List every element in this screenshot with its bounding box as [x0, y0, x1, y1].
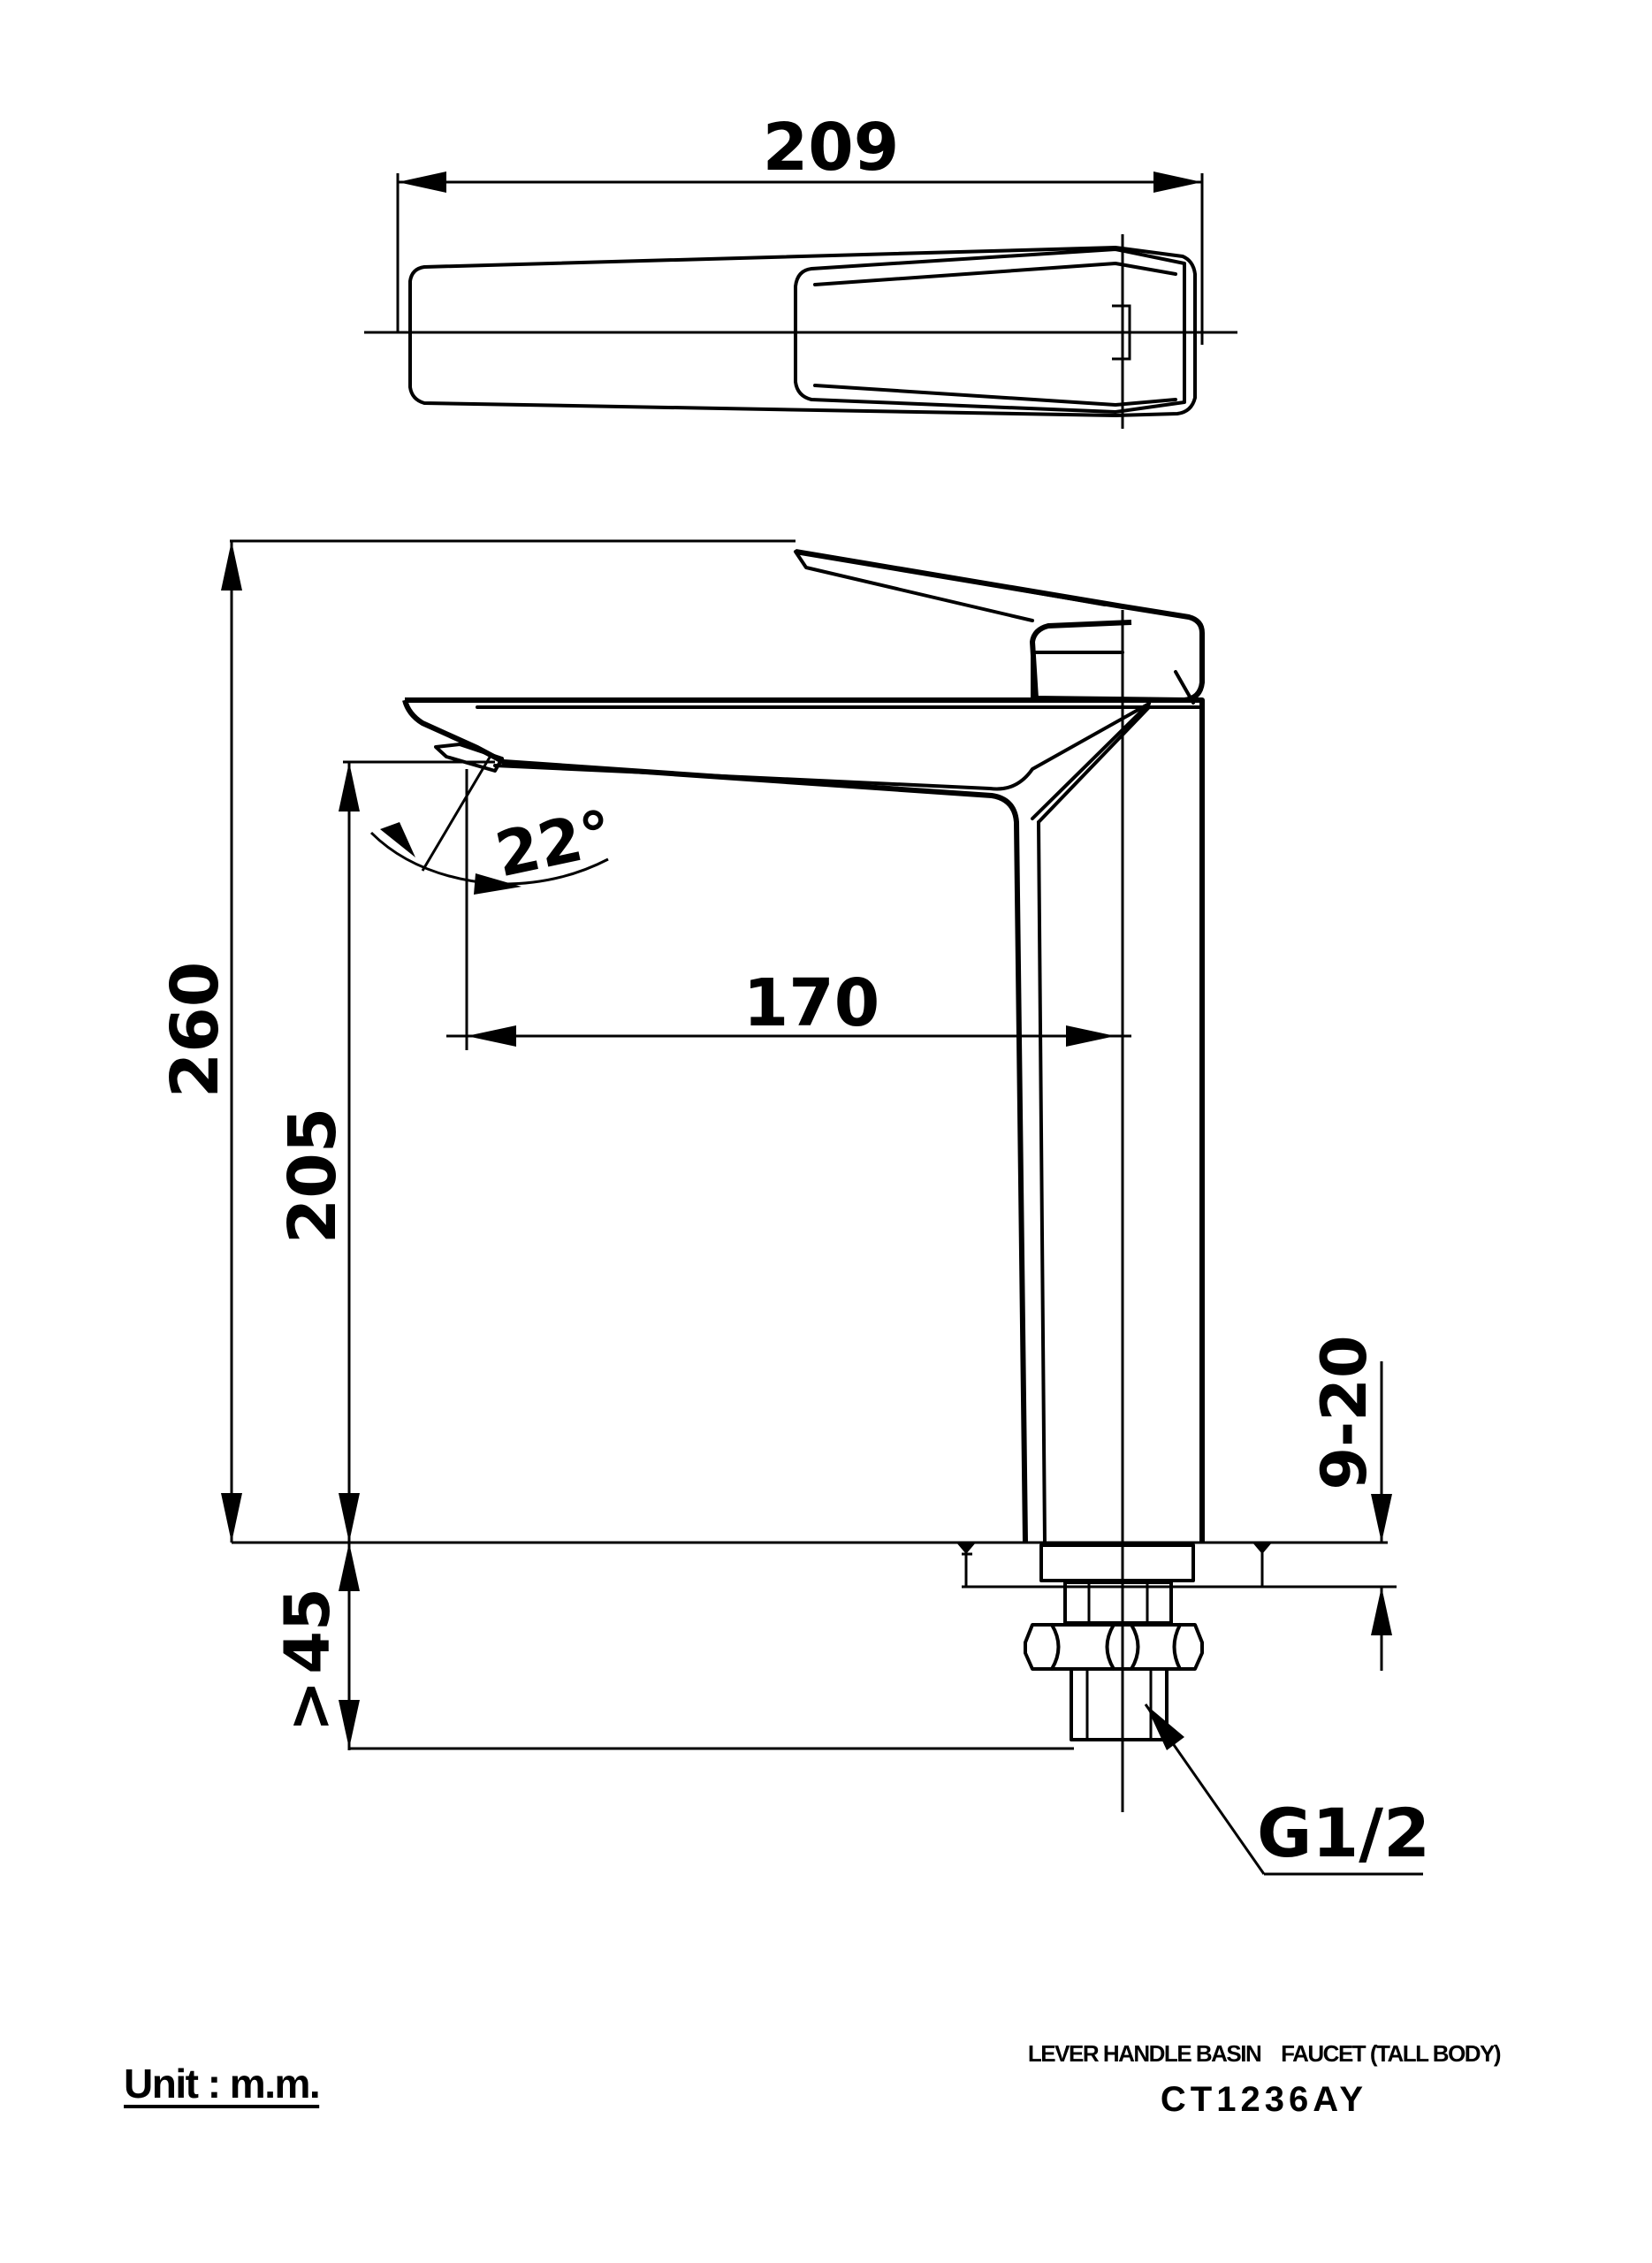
arrow-9-20-top	[1371, 1494, 1392, 1543]
side-lever-underside	[794, 550, 1034, 622]
counter-right-arrow	[1252, 1543, 1272, 1554]
side-fixing-nut	[1024, 1623, 1204, 1671]
side-body-top-back	[405, 697, 1205, 1543]
counter-left-arrow	[956, 1543, 976, 1554]
dim-spout-reach: 170	[743, 965, 879, 1041]
side-base-plate	[1039, 1543, 1195, 1582]
side-aerator	[434, 743, 504, 773]
dim-spout-height: 205	[275, 1108, 351, 1244]
dim-min-tail: 45	[271, 1588, 344, 1673]
arrow-260-top	[221, 541, 242, 591]
arrow-260-bottom	[221, 1493, 242, 1543]
title-block: LEVER HANDLE BASIN FAUCET (TALL BODY) CT…	[999, 2040, 1529, 2120]
dim-thread: G1/2	[1257, 1794, 1430, 1872]
arrow-170-right	[1066, 1025, 1115, 1047]
angle-leg	[421, 755, 492, 872]
top-view-handle-edge-bottom	[813, 384, 1177, 407]
arrow-170-left	[467, 1025, 516, 1047]
side-neck-back	[1031, 702, 1151, 820]
product-name: LEVER HANDLE BASIN FAUCET (TALL BODY)	[1027, 2040, 1502, 2067]
top-view-lever-outline	[408, 246, 1197, 417]
arrow-9-20-bottom	[1371, 1587, 1392, 1635]
side-spout-upper	[493, 702, 1151, 791]
dim-counter-thickness: 9-20	[1308, 1335, 1381, 1490]
arrow-209-right	[1153, 171, 1202, 193]
dim-total-height: 260	[157, 962, 233, 1098]
min-symbol: >	[273, 1680, 346, 1733]
unit-label: Unit : m.m.	[124, 2061, 321, 2107]
angle-arrow-right	[474, 873, 521, 895]
model-number: CT1236AY	[1160, 2080, 1368, 2119]
side-neck-front	[1037, 705, 1151, 824]
arrow-209-left	[398, 171, 446, 193]
side-nut-facets	[1050, 1623, 1182, 1671]
top-view: 209	[364, 110, 1237, 429]
side-view: 260 205 170 22°	[157, 539, 1430, 1876]
dim-spout-angle: 22°	[490, 796, 620, 892]
top-view-handle-edge-top	[813, 262, 1177, 286]
arrow-45-bottom	[339, 1700, 360, 1749]
top-view-marker	[1112, 304, 1131, 361]
side-lever-edge	[829, 555, 1107, 606]
angle-arrow-left	[380, 822, 415, 857]
dim-overall-length: 209	[763, 110, 899, 186]
thread-leader-arrow	[1146, 1704, 1184, 1750]
arrow-205-top	[339, 762, 360, 811]
side-lever-handle	[795, 549, 1205, 703]
arrow-205-bottom	[339, 1493, 360, 1543]
side-body-inner-line	[1037, 820, 1047, 1544]
top-view-handle-face	[794, 248, 1186, 414]
side-spout-front	[402, 699, 1028, 1543]
side-washer	[1063, 1581, 1173, 1625]
arrow-45-top	[339, 1543, 360, 1591]
side-threaded-tail	[1070, 1667, 1169, 1741]
